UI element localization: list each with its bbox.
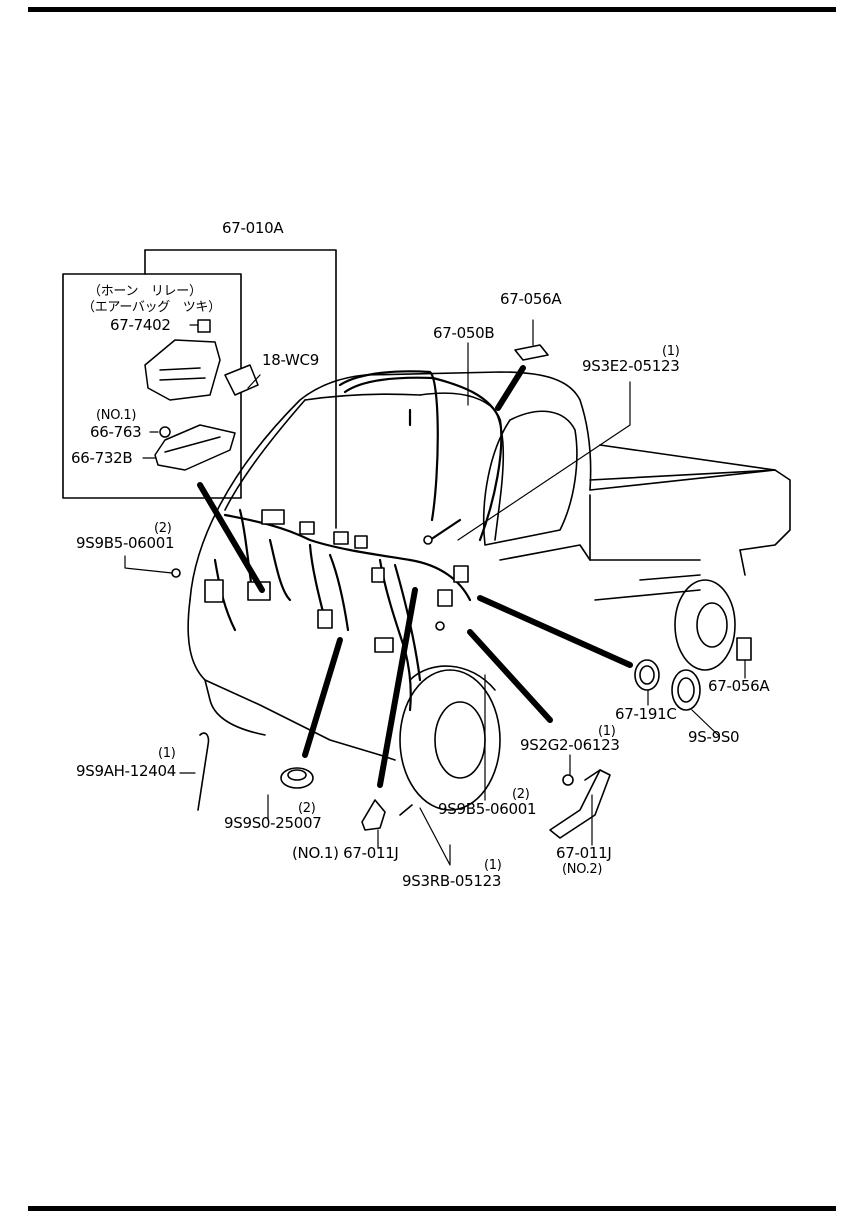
label-bracket-no2: 67-011J	[556, 844, 612, 862]
label-fuse-clip: 66-763	[90, 423, 142, 441]
small-parts	[171, 344, 752, 839]
label-fuse-box: 66-732B	[71, 449, 133, 467]
label-tape-top: 67-056A	[500, 290, 562, 308]
label-qty-screw-bottom: (1)	[484, 858, 502, 873]
label-fuse-box-cover: 18-WC9	[262, 351, 319, 369]
label-screw-mid-right: 9S2G2-06123	[520, 736, 620, 754]
label-bolt-mid: 9S9B5-06001	[438, 800, 537, 818]
label-qty-bolt-left: (2)	[154, 521, 172, 536]
rear-wheel	[639, 574, 736, 671]
label-roof-harness: 67-050B	[433, 324, 495, 342]
label-plug: 9S9S0-25007	[224, 814, 322, 832]
connector-blocks	[204, 509, 469, 653]
pointer-bars	[197, 365, 633, 788]
label-qty-screw-mid: (1)	[598, 724, 616, 739]
truck-cab-outline	[187, 371, 791, 761]
label-qty-bolt-mid: (2)	[512, 787, 530, 802]
leader-lines	[124, 319, 746, 866]
top-rule	[28, 7, 836, 12]
label-main-harness: 67-010A	[222, 219, 284, 237]
label-tape-right: 67-056A	[708, 677, 770, 695]
label-qty-rod: (1)	[158, 746, 176, 761]
label-rod: 9S9AH-12404	[76, 762, 176, 780]
label-qty-screw-top: (1)	[662, 344, 680, 359]
label-bracket-no1: (NO.1) 67-011J	[292, 844, 399, 862]
label-screw-bottom: 9S3RB-05123	[402, 872, 502, 890]
label-grommet-b: 9S-9S0	[688, 728, 740, 746]
label-no1-clip: (NO.1)	[96, 408, 137, 423]
bottom-rule	[28, 1206, 836, 1211]
label-grommet-a: 67-191C	[615, 705, 677, 723]
label-bolt-left: 9S9B5-06001	[76, 534, 175, 552]
label-screw-top-right: 9S3E2-05123	[582, 357, 680, 375]
label-no2: (NO.2)	[562, 862, 603, 877]
fuse-box	[144, 319, 259, 471]
roof-harness-wires	[338, 370, 503, 542]
label-qty-plug: (2)	[298, 801, 316, 816]
label-relay: 67-7402	[110, 316, 171, 334]
label-jp-airbag: （エアーバッグ ツキ）	[82, 300, 221, 315]
label-jp-horn-relay: （ホーン リレー）	[88, 284, 202, 299]
